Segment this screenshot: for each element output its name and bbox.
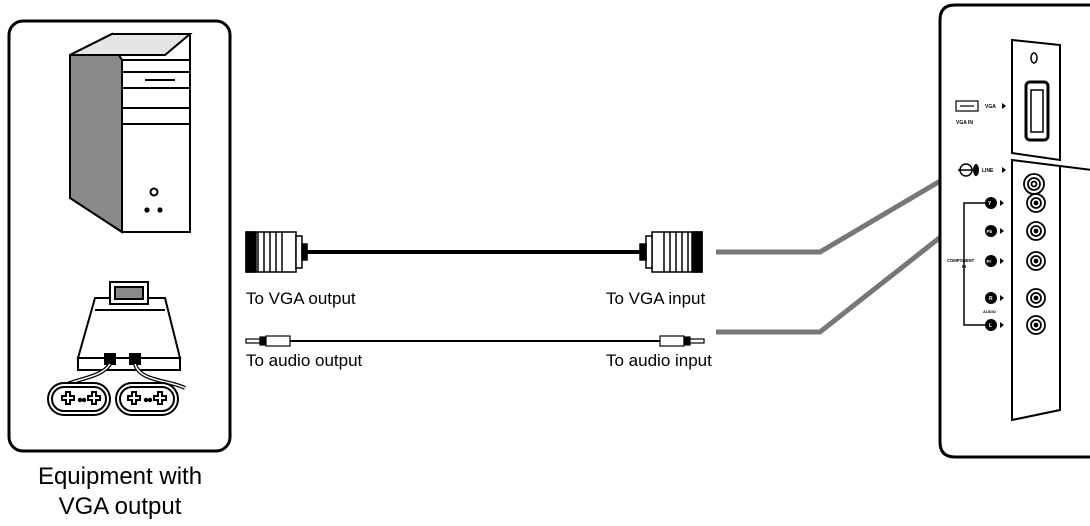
line-jack-icon xyxy=(1023,173,1045,195)
vga-input-label: To VGA input xyxy=(606,289,706,308)
panel-l-label: L xyxy=(989,323,992,329)
audio-input-label: To audio input xyxy=(606,351,712,370)
vga-pointer-icon xyxy=(1002,103,1006,109)
equipment-caption-line1: Equipment with xyxy=(37,463,203,490)
tv-side-panel: VGA VGA IN LINE COMPONENT IN AUDIO Y Pb … xyxy=(938,3,1090,459)
pr-badge-icon xyxy=(985,255,997,267)
panel-pb-label: Pb xyxy=(987,229,993,234)
line-pointer-icon xyxy=(1002,167,1006,173)
panel-pr-label: Pr xyxy=(987,259,992,264)
audio-plug-right-icon xyxy=(659,335,705,347)
audio-plug-left-icon xyxy=(245,335,291,347)
line-symbol-icon xyxy=(958,163,979,177)
game-console-icon xyxy=(47,281,186,416)
panel-audio-label: AUDIO xyxy=(983,309,996,314)
panel-r-label: R xyxy=(989,296,993,302)
component-jacks xyxy=(1026,193,1046,335)
l-badge-icon xyxy=(985,319,997,331)
panel-line-label: LINE xyxy=(982,168,994,174)
audio-cable xyxy=(245,335,705,347)
vga-in-symbol-icon xyxy=(955,100,979,112)
equipment-caption-line2: VGA output xyxy=(58,493,182,520)
panel-vga-in-label: VGA IN xyxy=(956,120,973,126)
panel-y-label: Y xyxy=(988,201,992,207)
audio-output-label: To audio output xyxy=(246,351,363,370)
panel-component-label-1: COMPONENT xyxy=(947,258,975,263)
panel-component-label-2: IN xyxy=(962,264,966,269)
vga-output-label: To VGA output xyxy=(246,289,356,308)
pb-badge-icon xyxy=(985,225,997,237)
y-badge-icon xyxy=(985,197,997,209)
vga-plug-right-icon xyxy=(639,231,703,273)
vga-plug-left-icon xyxy=(245,231,308,273)
r-badge-icon xyxy=(985,292,997,304)
vga-cable xyxy=(245,231,703,273)
pc-tower-icon xyxy=(69,32,193,234)
panel-vga-label: VGA xyxy=(985,104,996,110)
